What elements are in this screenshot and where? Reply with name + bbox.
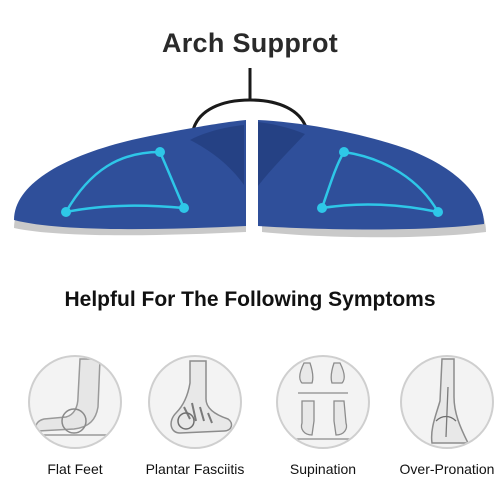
insole-illustration <box>14 68 486 238</box>
left-insole <box>14 120 246 236</box>
symptom-label: Over-Pronation <box>399 461 495 477</box>
symptom-label: Flat Feet <box>47 461 103 477</box>
symptom-label: Supination <box>289 461 357 477</box>
plantar-fasciitis-icon <box>148 355 242 449</box>
flat-feet-icon <box>28 355 122 449</box>
product-title: Arch Supprot <box>161 28 339 58</box>
symptom-over-pronation: Over-Pronation <box>392 355 500 477</box>
supination-icon <box>276 355 370 449</box>
symptom-supination: Supination <box>268 355 378 477</box>
symptom-plantar-fasciitis: Plantar Fasciitis <box>140 355 250 477</box>
symptom-flat-feet: Flat Feet <box>20 355 130 477</box>
over-pronation-icon <box>400 355 494 449</box>
symptoms-heading: Helpful For The Following Symptoms <box>64 288 436 311</box>
right-insole <box>258 120 486 238</box>
symptom-label: Plantar Fasciitis <box>145 461 245 477</box>
